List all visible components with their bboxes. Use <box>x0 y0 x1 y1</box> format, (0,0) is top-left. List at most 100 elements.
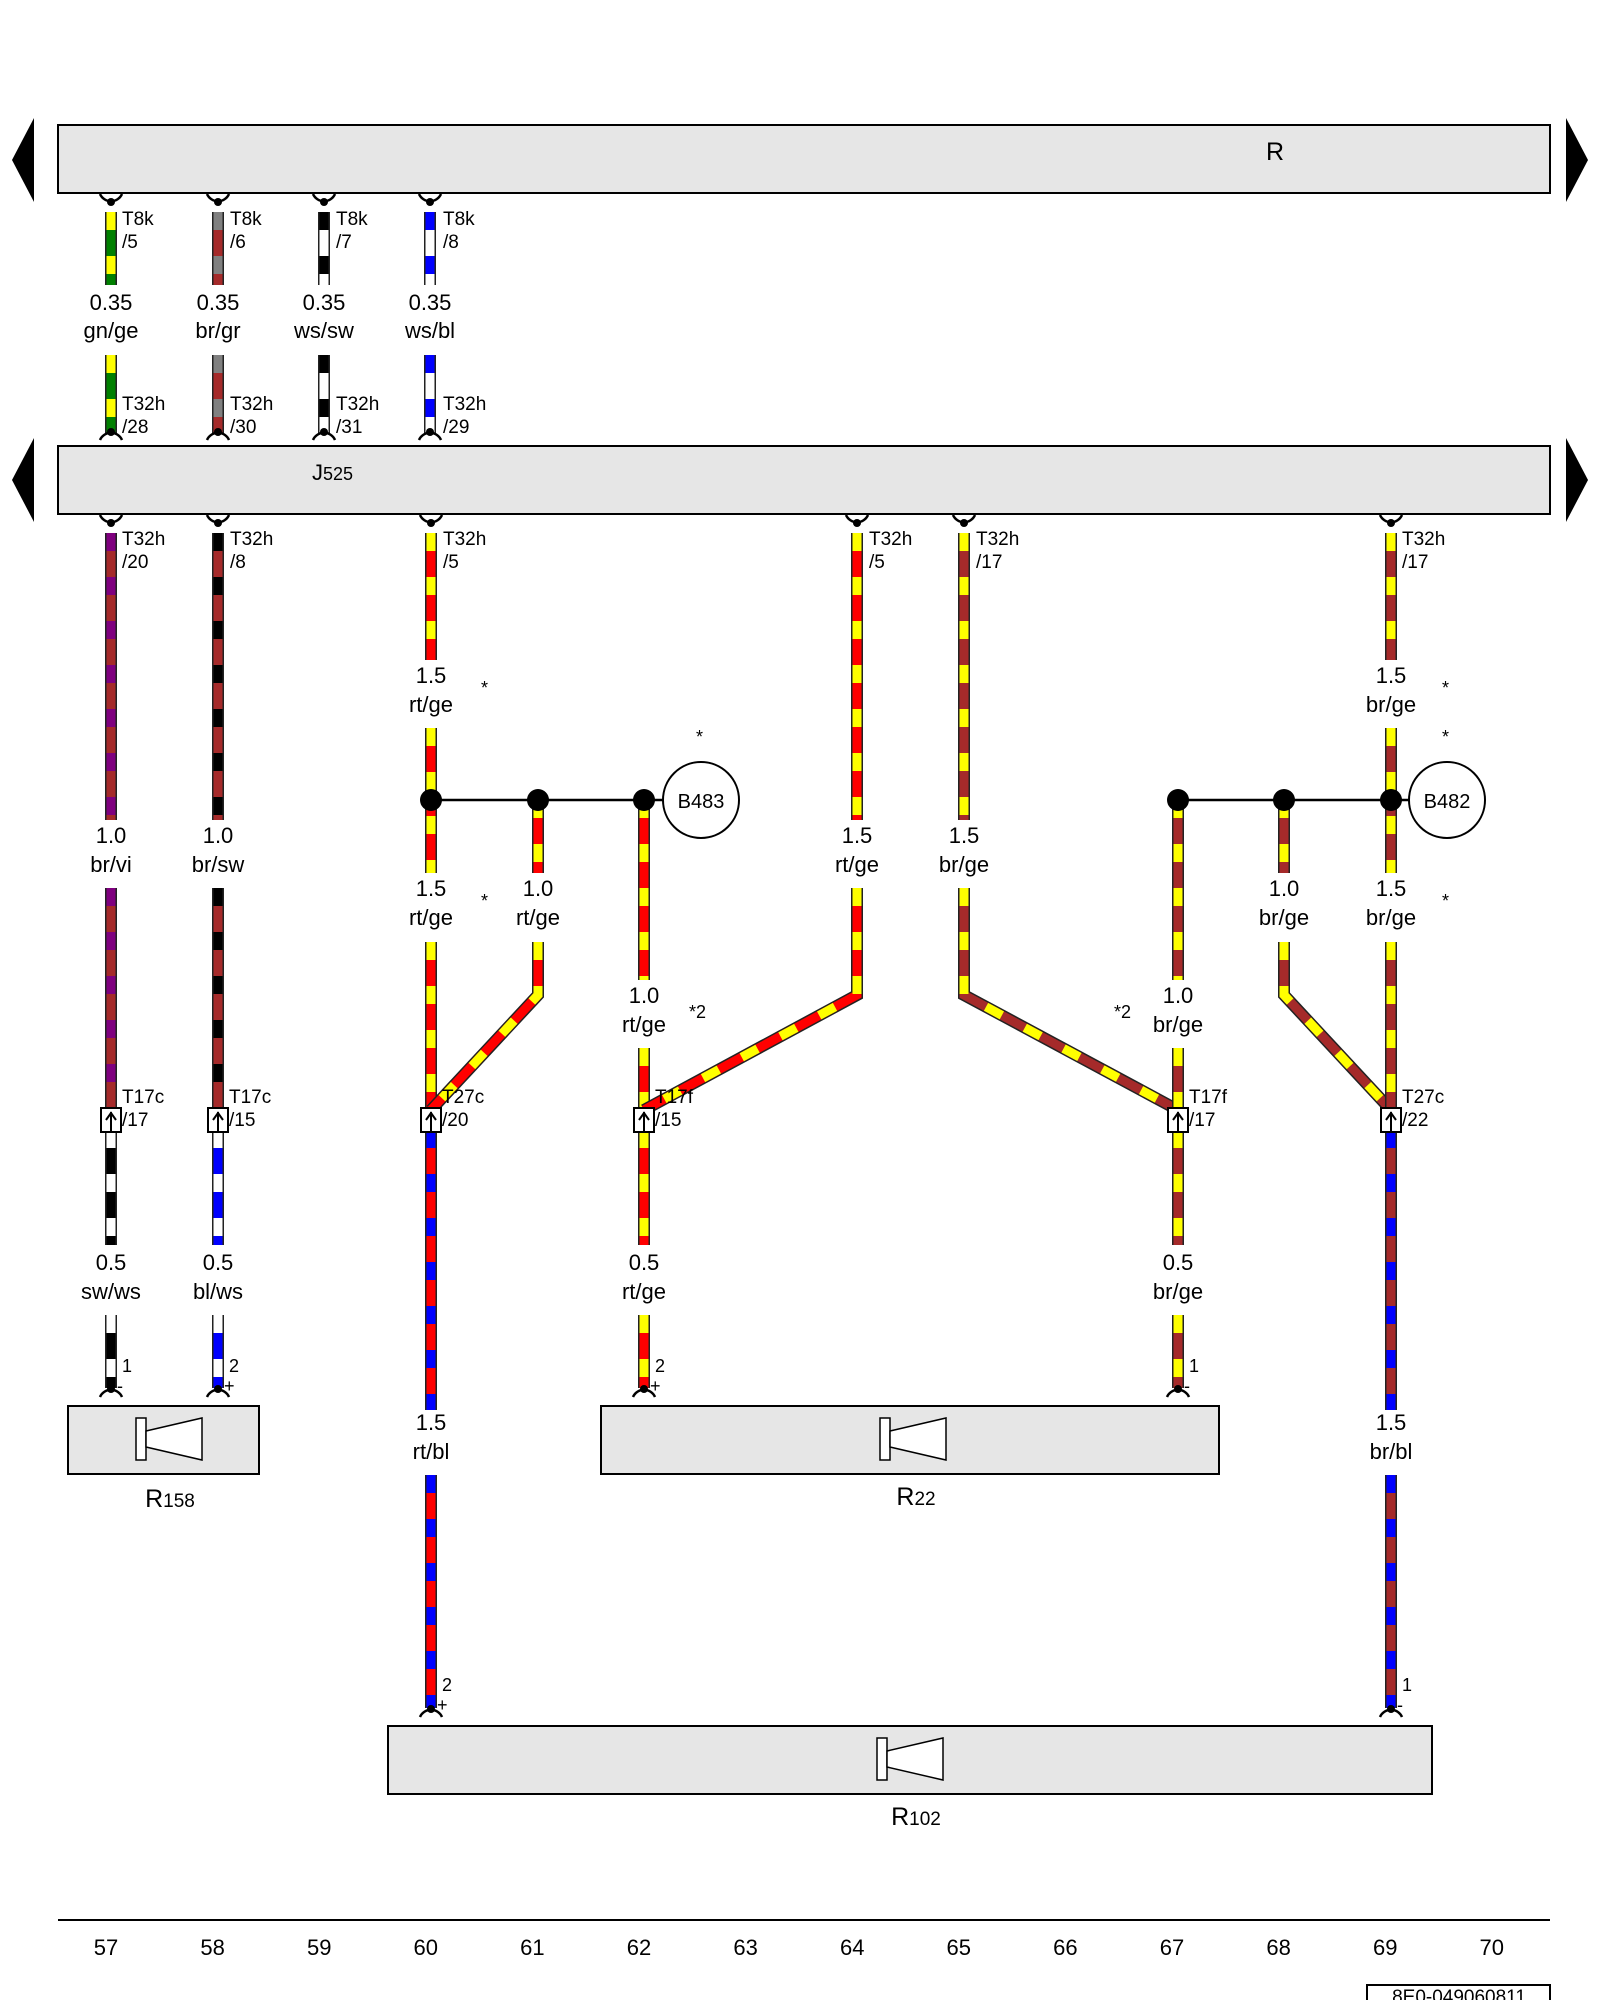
connector-layer <box>98 193 1409 1718</box>
document-id-text: 8E0-049060811 <box>1392 1987 1526 2000</box>
pin-label: /7 <box>336 232 352 253</box>
wire-color: br/ge <box>1153 1279 1203 1304</box>
plug-icon <box>207 1107 229 1133</box>
terminal-sign: + <box>224 1376 235 1396</box>
wire-color: br/gr <box>195 318 240 343</box>
wire-base <box>641 888 862 1114</box>
pin-dot <box>853 519 861 527</box>
pin-dot <box>1174 1385 1182 1393</box>
pin-dot <box>426 428 434 436</box>
lower-pin-texts: T32h /20 T32h /8 T32h /5 T32h /5 T32h /1… <box>122 529 1445 573</box>
note-marker: * <box>696 727 703 747</box>
ruler-tick-63: 63 <box>733 1935 757 1960</box>
pin-label: /20 <box>442 1110 468 1131</box>
splice-dot <box>633 789 655 811</box>
wire-size: 0.5 <box>96 1250 127 1275</box>
component-label: R22 <box>896 1483 935 1511</box>
wire-stripe <box>427 942 543 1114</box>
left-arrow-icon <box>12 438 34 522</box>
pin-dot <box>214 1385 222 1393</box>
note-marker: * <box>1442 891 1449 911</box>
wire-size: 1.0 <box>523 876 554 901</box>
connector-label: T32h <box>122 529 165 550</box>
connector-label: T8k <box>443 209 475 230</box>
pin-label: /17 <box>1402 552 1428 573</box>
top-bus-bar: R <box>12 118 1588 202</box>
control-unit-label: J525 <box>312 460 353 485</box>
upper-wire-texts: T8k /5 T8k /6 T8k /7 T8k /8 0.35 gn/ge 0… <box>83 209 486 438</box>
wire-color: ws/sw <box>293 318 354 343</box>
component-label: R102 <box>891 1803 941 1831</box>
pin-dot <box>214 428 222 436</box>
wire-size: 0.35 <box>303 290 346 315</box>
speaker-r158: R158 <box>67 1405 260 1513</box>
connector-label: T8k <box>230 209 262 230</box>
wire-size: 1.5 <box>842 823 873 848</box>
pin-dot <box>427 1705 435 1713</box>
pin-label: /22 <box>1402 1110 1428 1131</box>
splice-dot <box>1273 789 1295 811</box>
ruler-tick-69: 69 <box>1373 1935 1397 1960</box>
plug-arrow <box>425 1111 437 1121</box>
wire-color: br/ge <box>1366 905 1416 930</box>
ruler-tick-66: 66 <box>1053 1935 1077 1960</box>
pin-dot <box>320 198 328 206</box>
ruler-tick-70: 70 <box>1480 1935 1504 1960</box>
wire-size: 0.35 <box>90 290 133 315</box>
wire-labels: 1.5 rt/ge 1.5 br/ge 1.0 br/vi 1.0 br/sw … <box>81 663 1416 1464</box>
wire-color: ws/bl <box>404 318 455 343</box>
connector-label: T27c <box>442 1087 484 1108</box>
pin-dot <box>107 198 115 206</box>
wire-color: rt/ge <box>516 905 560 930</box>
wire-outline <box>426 942 544 1115</box>
wire-color: rt/ge <box>622 1279 666 1304</box>
connector-label: T17f <box>655 1087 694 1108</box>
pin-label: /8 <box>443 232 459 253</box>
wire-size: 1.5 <box>949 823 980 848</box>
pin-dot <box>214 519 222 527</box>
pin-label: /15 <box>655 1110 681 1131</box>
document-id: 8E0-049060811 <box>1366 1984 1551 2005</box>
note-marker: * <box>481 891 488 911</box>
connector-label: T17c <box>122 1087 164 1108</box>
wire-base <box>959 888 1181 1114</box>
pin-label: /29 <box>443 417 469 438</box>
terminal-sign: + <box>437 1695 448 1715</box>
splice-dot <box>527 789 549 811</box>
plug-icon <box>633 1107 655 1133</box>
ruler-tick-68: 68 <box>1266 1935 1290 1960</box>
ruler-tick-65: 65 <box>947 1935 971 1960</box>
pin-dot <box>1387 1705 1395 1713</box>
connector-label: T32h <box>230 529 273 550</box>
component-label: R158 <box>145 1485 195 1513</box>
pin-dot <box>320 428 328 436</box>
terminal-labels: 1 - 2 + 2 + 2 + 1 - 1 - <box>117 1356 1412 1715</box>
connector-label: T8k <box>336 209 368 230</box>
pin-dot <box>107 519 115 527</box>
wire-color: rt/ge <box>409 692 453 717</box>
right-arrow-icon <box>1566 438 1588 522</box>
pin-label: /30 <box>230 417 256 438</box>
ruler-tick-59: 59 <box>307 1935 331 1960</box>
wire-size: 1.0 <box>1269 876 1300 901</box>
wire-size: 0.5 <box>629 1250 660 1275</box>
wire-color: sw/ws <box>81 1279 141 1304</box>
pin-label: /20 <box>122 552 148 573</box>
terminal-number: 1 <box>1189 1356 1199 1376</box>
wire-color: rt/ge <box>835 852 879 877</box>
connector-label: T32h <box>230 394 273 415</box>
wire-color: br/ge <box>939 852 989 877</box>
control-unit-bar: J525 <box>12 438 1588 522</box>
wire-br-ge <box>1278 942 1396 1115</box>
wire-layer <box>105 212 1397 1708</box>
ruler-tick-60: 60 <box>414 1935 438 1960</box>
plug-icon <box>1167 1107 1189 1133</box>
note-marker: * <box>481 678 488 698</box>
wire-color: br/bl <box>1370 1439 1413 1464</box>
wire-color: rt/ge <box>622 1012 666 1037</box>
wire-stripe <box>1279 942 1395 1114</box>
wire-stripe <box>959 888 1181 1114</box>
